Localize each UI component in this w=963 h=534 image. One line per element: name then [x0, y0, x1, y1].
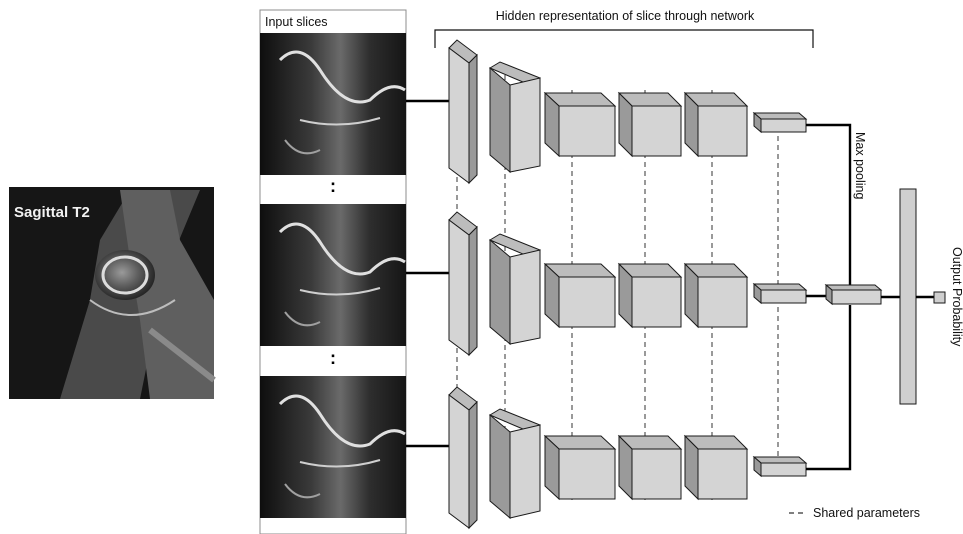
slice-connectors — [406, 101, 449, 446]
network-row-bottom — [449, 387, 806, 528]
sagittal-t2-image: Sagittal T2 — [9, 187, 214, 399]
conv-layer-2 — [490, 234, 540, 344]
mri-slice-middle — [260, 204, 406, 346]
fully-connected-layer — [881, 189, 934, 404]
legend: Shared parameters — [789, 506, 920, 520]
conv-layer-1 — [449, 212, 477, 355]
conv-layer-4 — [619, 436, 681, 499]
conv-layer-3 — [545, 436, 615, 499]
input-slices-label: Input slices — [265, 15, 328, 29]
conv-layer-2 — [490, 62, 540, 172]
conv-layer-2 — [490, 409, 540, 518]
network-row-middle — [449, 212, 806, 355]
mri-slice-top — [260, 33, 406, 175]
conv-layer-4 — [619, 93, 681, 156]
conv-layer-5 — [685, 264, 747, 327]
output-node — [934, 292, 945, 303]
output-probability-label: Output Probability — [950, 247, 963, 347]
pooled-feature — [754, 457, 806, 476]
mri-slice-bottom — [260, 376, 406, 518]
ellipsis-2: : — [330, 348, 336, 368]
conv-layer-1 — [449, 40, 477, 183]
conv-layer-5 — [685, 436, 747, 499]
pooled-feature — [754, 284, 806, 303]
conv-layer-5 — [685, 93, 747, 156]
conv-layer-1 — [449, 387, 477, 528]
legend-label: Shared parameters — [813, 506, 920, 520]
sagittal-t2-label: Sagittal T2 — [14, 204, 90, 221]
conv-layer-3 — [545, 93, 615, 156]
max-pooled-vector — [826, 285, 881, 304]
hidden-representation-label: Hidden representation of slice through n… — [496, 9, 755, 23]
max-pooling-label: Max pooling — [853, 132, 867, 199]
network-row-top — [449, 40, 806, 183]
conv-layer-3 — [545, 264, 615, 327]
pooled-feature — [754, 113, 806, 132]
conv-layer-4 — [619, 264, 681, 327]
hidden-representation-bracket: Hidden representation of slice through n… — [435, 9, 813, 48]
input-slices-column: Input slices : : — [260, 10, 406, 534]
ellipsis-1: : — [330, 176, 336, 196]
